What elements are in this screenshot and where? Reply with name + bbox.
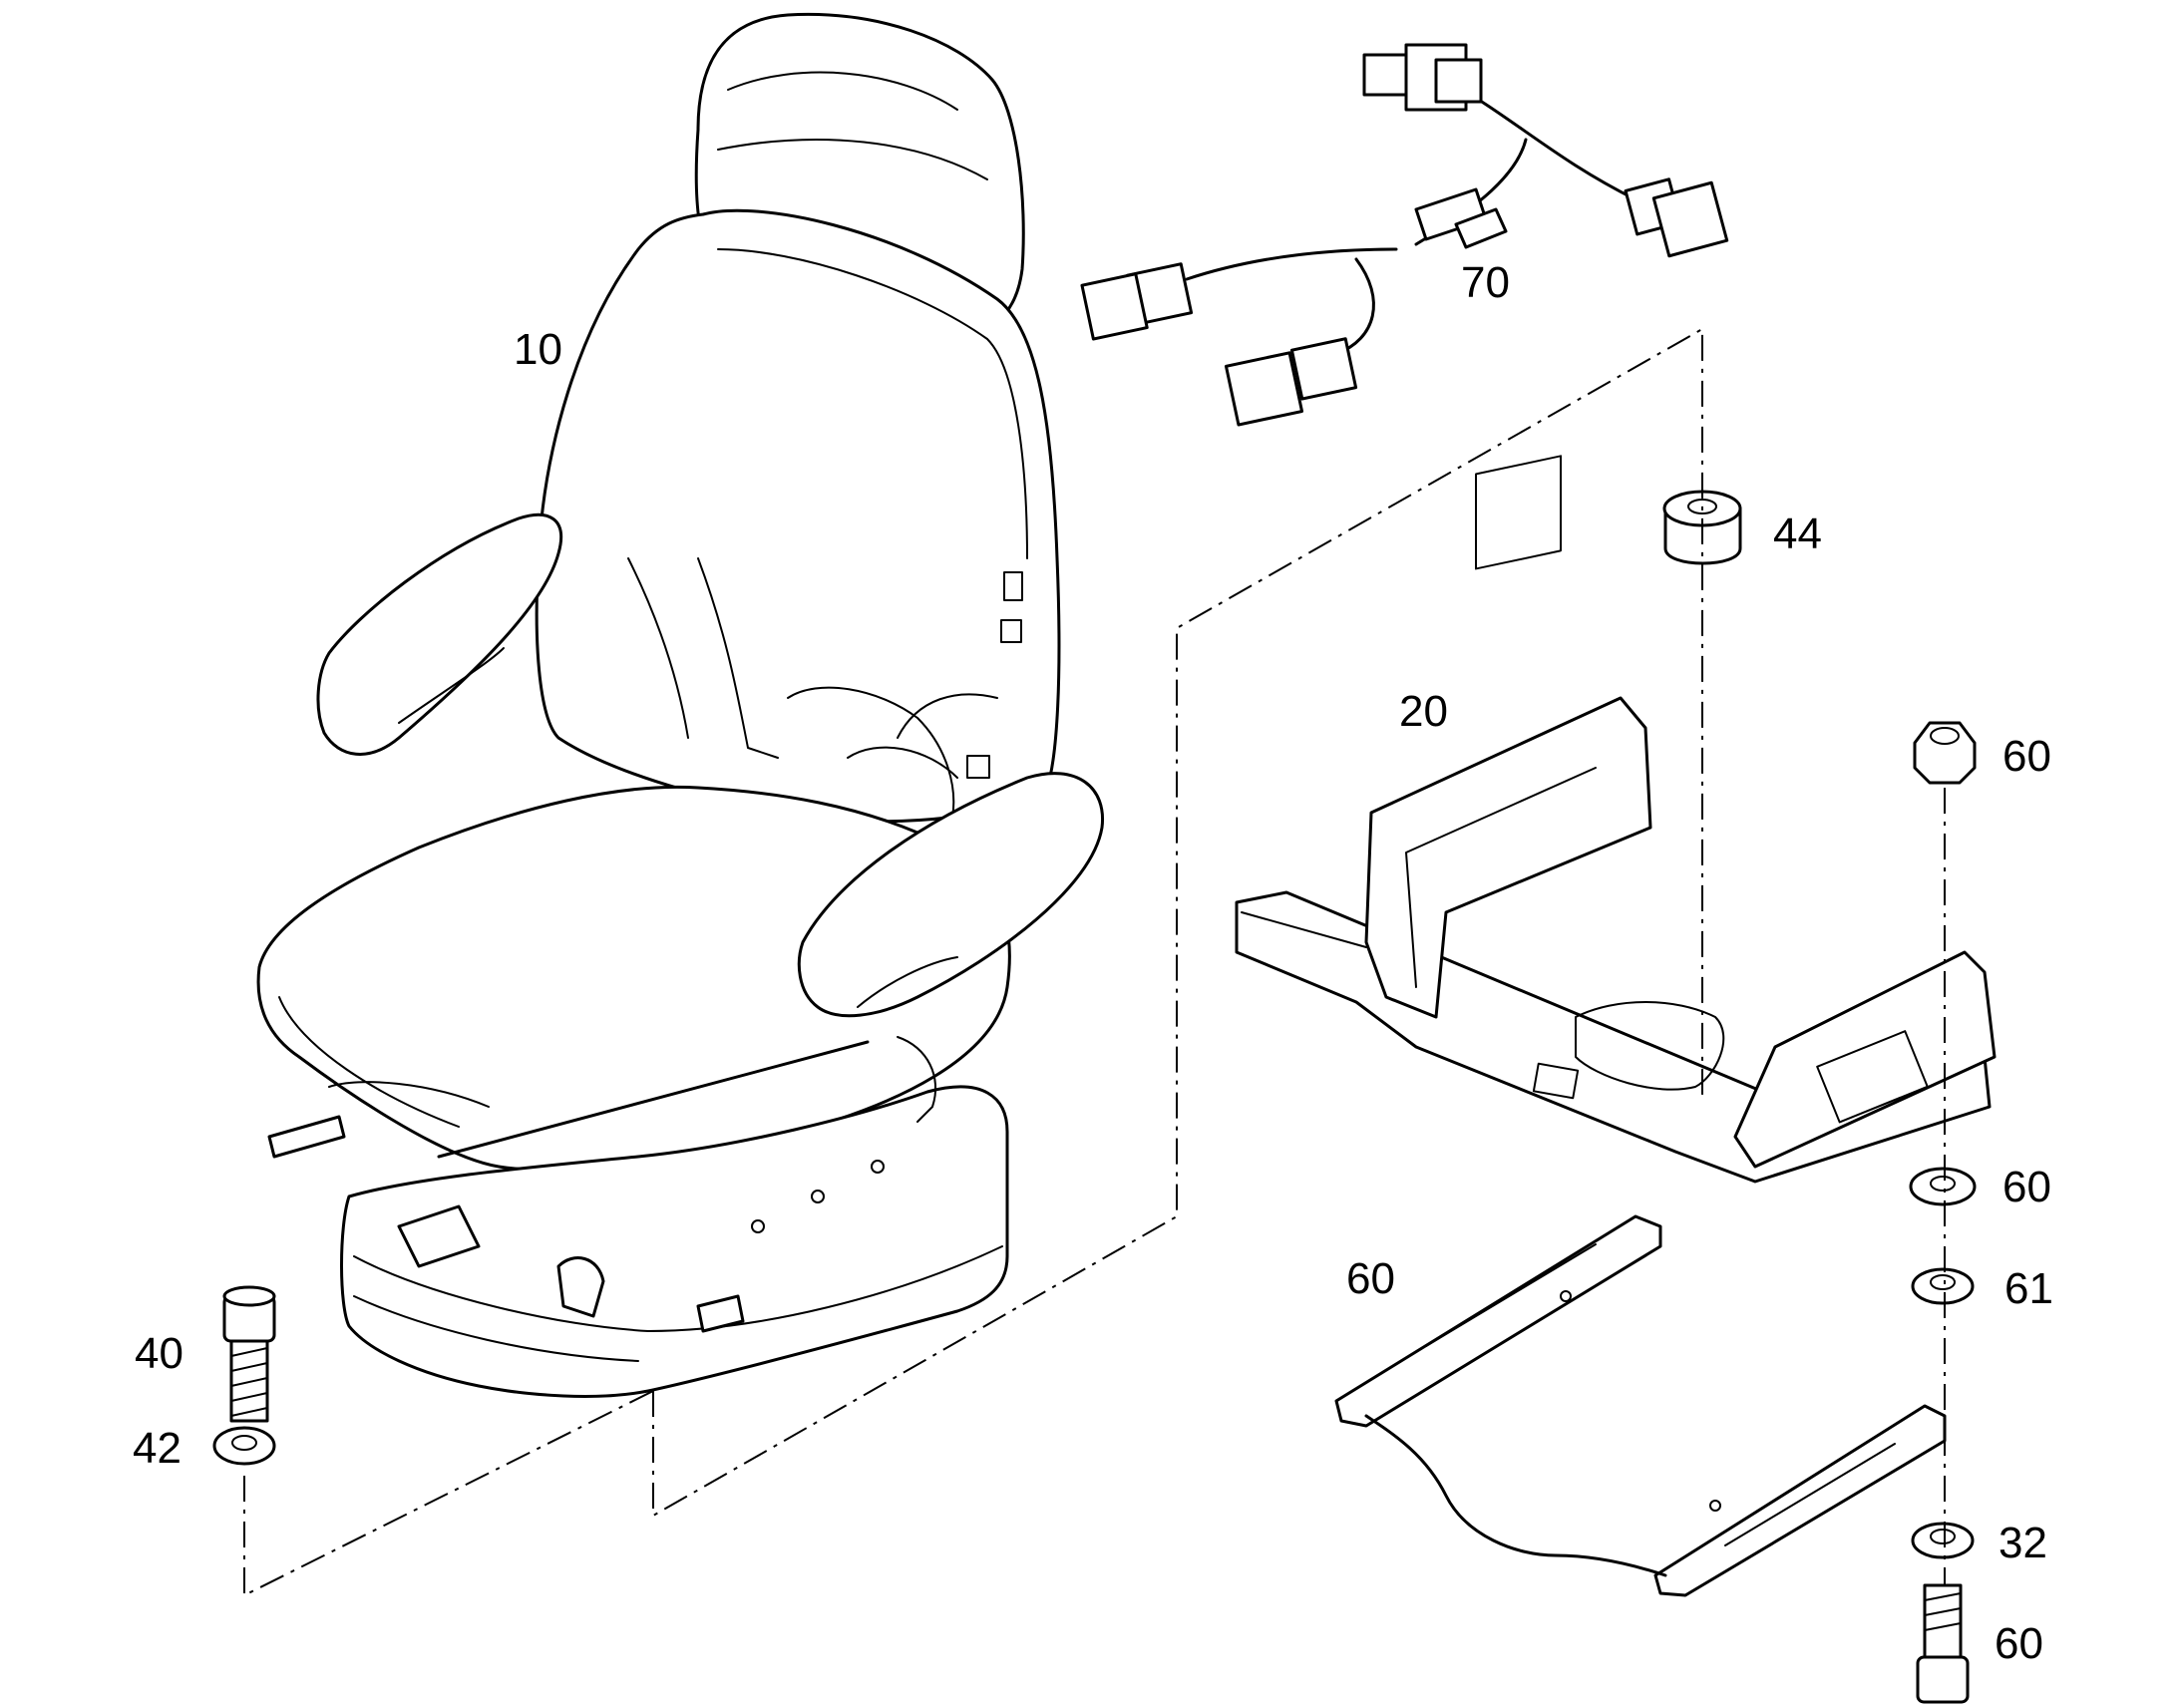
callout-slide-rails: 60 [1346,1254,1395,1303]
callout-seat: 10 [514,325,562,374]
washer-32 [1911,1522,1975,1559]
flat-washer-upper [1909,1167,1977,1206]
harness-connector-right [1624,177,1729,258]
hex-nut [1913,721,1977,785]
callout-hex-nut: 60 [2002,732,2051,781]
console-right-bracket [1733,950,1997,1169]
bottom-bolt [1916,1583,1970,1704]
lumbar-switch [1003,571,1023,601]
console-left-bracket [1364,696,1652,1019]
left-armrest [316,512,563,756]
seat-console [1235,455,1997,1184]
seat-cushion [256,785,1011,1172]
callout-bushing: 44 [1773,510,1822,558]
height-adjust-lever [267,1115,346,1159]
callout-washer-61: 61 [2004,1264,2053,1313]
left-slide-rail [1334,1214,1662,1428]
cap-screw [222,1285,276,1423]
operator-seat [256,12,1105,1398]
backrest [535,208,1061,824]
callout-washer-upper: 60 [2002,1163,2051,1211]
callout-washer-32: 32 [1998,1519,2047,1567]
harness-connector-top [1362,43,1483,112]
callout-console: 20 [1399,687,1448,736]
washer-42 [212,1426,276,1466]
callout-bottom-bolt: 60 [1995,1619,2043,1668]
fasteners [212,490,1977,1704]
suspension-base [340,1085,1009,1398]
callout-washer-42: 42 [133,1424,182,1473]
rail-crossbar [1364,1414,1667,1577]
callouts: 10 70 44 20 60 60 60 61 40 42 32 60 [133,258,2053,1668]
callout-wire-harness: 70 [1461,258,1510,307]
harness-connector-bottom [1224,337,1358,427]
callout-cap-screw: 40 [135,1329,183,1378]
assembly-center-lines [243,327,1946,1597]
slide-rails [1334,1214,1947,1597]
wire-harness [1080,43,1729,427]
right-armrest [797,772,1105,1018]
harness-connector-left [1080,262,1194,341]
lock-washer [1911,1267,1975,1305]
